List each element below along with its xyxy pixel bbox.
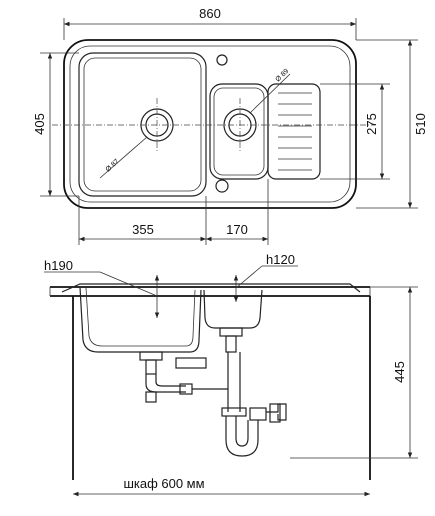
small-bowl-depth-label: h120 — [266, 252, 295, 267]
bowl-width-label: 355 — [132, 222, 154, 237]
main-bowl-depth-label: h190 — [44, 258, 73, 273]
drainer-board — [267, 83, 321, 180]
top-view: Ø 87 Ø 89 860 510 405 275 355 170 — [32, 6, 428, 245]
main-bowl — [78, 52, 207, 197]
small-bowl — [209, 83, 269, 180]
tap-hole — [215, 179, 229, 193]
bowl-height-label: 405 — [32, 113, 47, 135]
total-height-label: 445 — [392, 361, 407, 383]
overall-width-label: 860 — [199, 6, 221, 21]
siphon — [225, 416, 259, 457]
sink-outline — [63, 39, 357, 209]
side-view: h190 h120 445 шкаф 600 мм — [44, 252, 418, 497]
small-bowl-width-label: 170 — [226, 222, 248, 237]
small-bowl-height-label: 275 — [364, 113, 379, 135]
cabinet-width-label: шкаф 600 мм — [123, 476, 204, 491]
main-drain-diameter: Ø 87 — [105, 158, 121, 173]
overall-height-label: 510 — [413, 113, 428, 135]
